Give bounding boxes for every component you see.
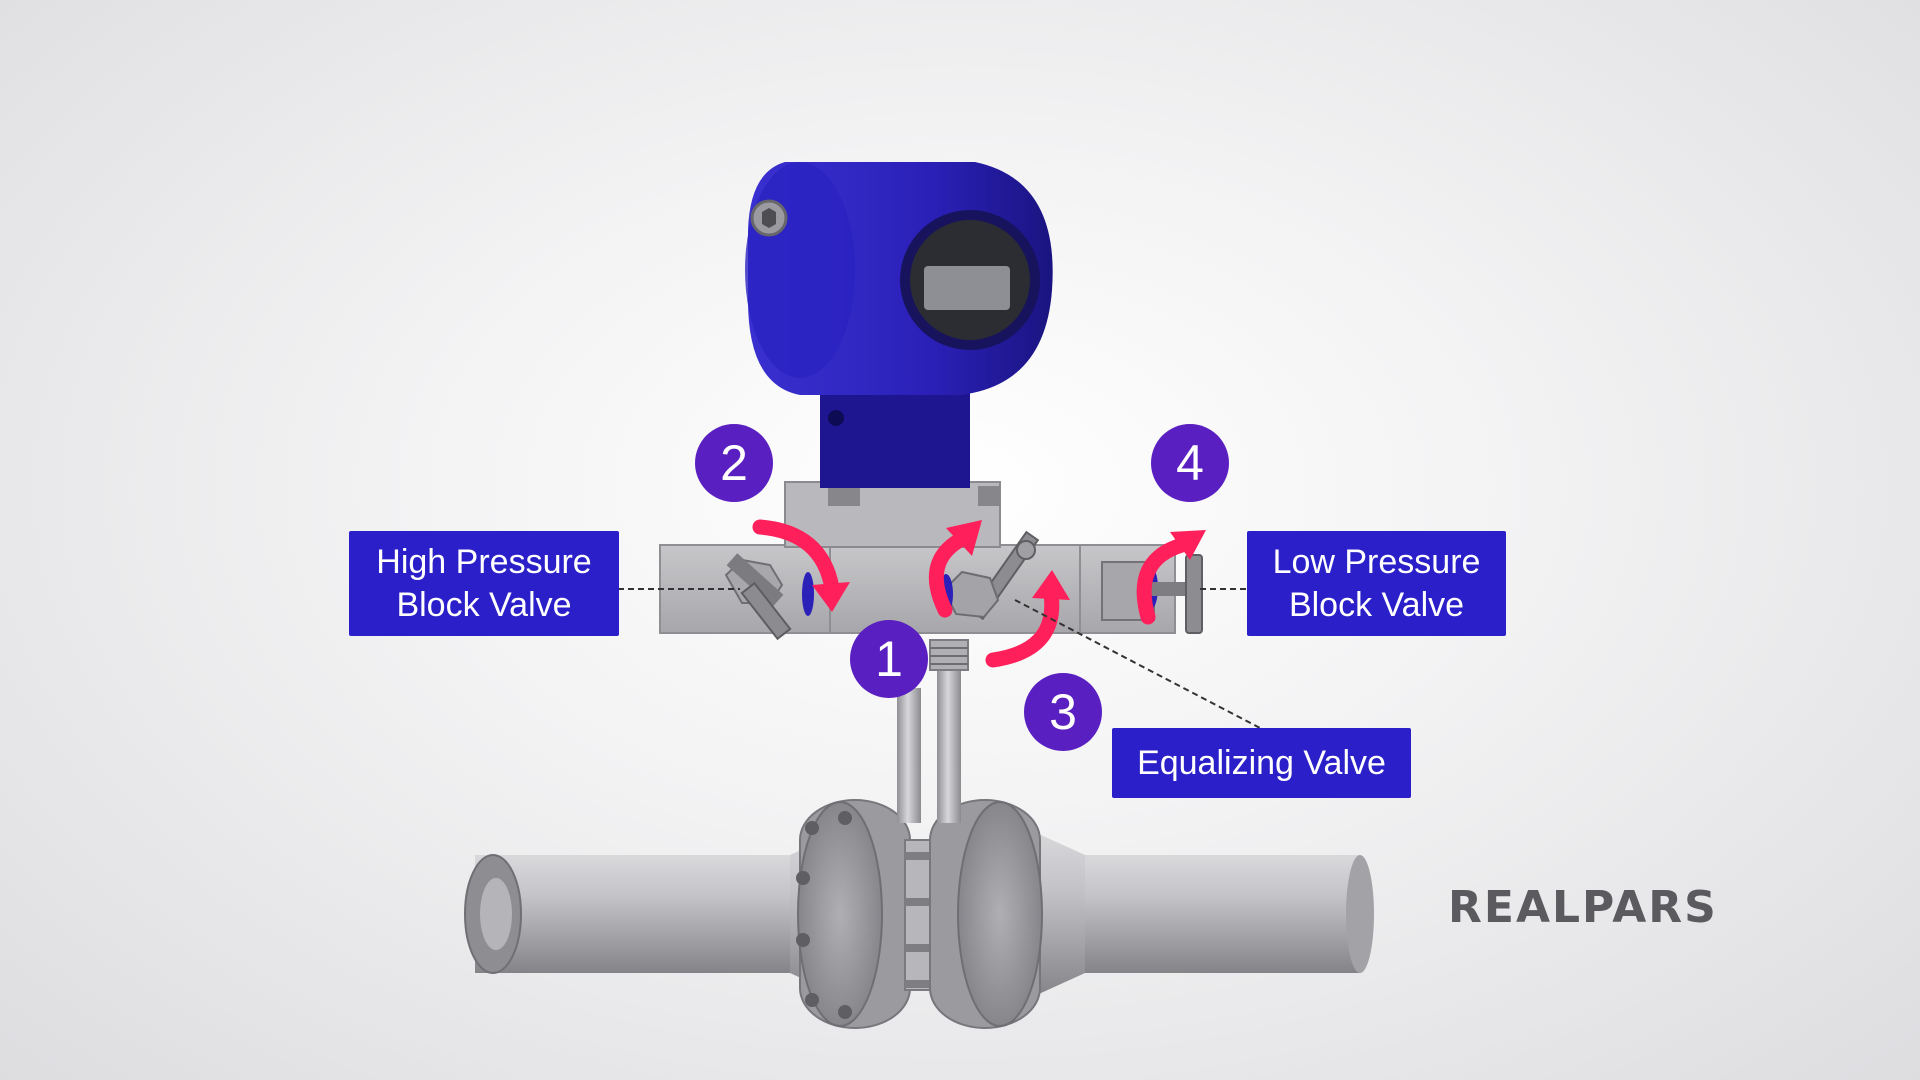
leader-lines [618,588,1261,729]
label-line: Low Pressure [1272,542,1481,581]
high-pressure-block-valve-label: High Pressure Block Valve [349,531,619,636]
housing-cap-left [745,162,855,378]
valve-stem [726,553,784,607]
label-line: Equalizing Valve [1137,743,1386,782]
transmitter-neck [820,380,970,488]
flange-bolt [805,821,819,835]
label-line: High Pressure [376,542,592,581]
flange-bolt [796,933,810,947]
flange-right-face [957,801,1043,1027]
rotation-arrowheads [812,520,1206,612]
tube-fitting-threads [930,647,968,665]
plug-hex [762,208,776,228]
lcd-display [924,266,1010,310]
arrowhead-icon [946,520,982,556]
arrowhead-icon [1032,570,1070,600]
curved-arrow-icon [985,580,1060,668]
valve-stem [1150,582,1196,596]
realpars-logo: REALPARS [1448,882,1718,933]
arrowhead-icon [1170,530,1206,560]
impulse-tube-low [937,665,961,823]
leader-line-equalizing [1014,599,1261,729]
high-pressure-valve-handle [724,553,814,641]
curved-arrow-icon [928,532,968,618]
curved-arrow-icon [1136,537,1190,625]
flange-bolt [805,993,819,1007]
step-badge-2: 2 [695,424,773,502]
impulse-tube-high [897,688,921,823]
pipe-bore [480,878,512,950]
flange-bolt [838,811,852,825]
low-pressure-block-valve-label: Low Pressure Block Valve [1247,531,1506,636]
flange-bolt [796,871,810,885]
arrowhead-icon [812,582,850,612]
valve-tee-handle [1185,554,1203,634]
valve-bonnet-hex [942,570,1000,619]
flange-left-face [797,801,883,1027]
step-badge-3: 3 [1024,673,1102,751]
pipe-right-end [1346,855,1374,973]
valve-stem-knob [1016,540,1036,560]
impulse-tubes [897,639,969,823]
valve-tee-handle [740,581,792,641]
ground-screw [828,410,844,426]
label-line: Block Valve [1288,585,1465,624]
process-pipe [464,830,1374,998]
rotation-arrows [752,519,1190,668]
equalizing-valve-label: Equalizing Valve [1112,728,1411,798]
valve-seat-ring [802,572,814,616]
step-badge-1: 1 [850,620,928,698]
flange-bolt [838,1005,852,1019]
orifice-flange-assembly [796,799,1043,1029]
pipe-left-section [475,855,825,973]
adapter-bolt-right [978,486,1000,506]
pressure-transmitter [745,162,1053,488]
pipe-right-taper [1030,830,1085,998]
label-line: Block Valve [396,585,572,624]
adapter-bolt-left [828,486,860,506]
step-badge-4: 4 [1151,424,1229,502]
curved-arrow-icon [752,519,840,596]
